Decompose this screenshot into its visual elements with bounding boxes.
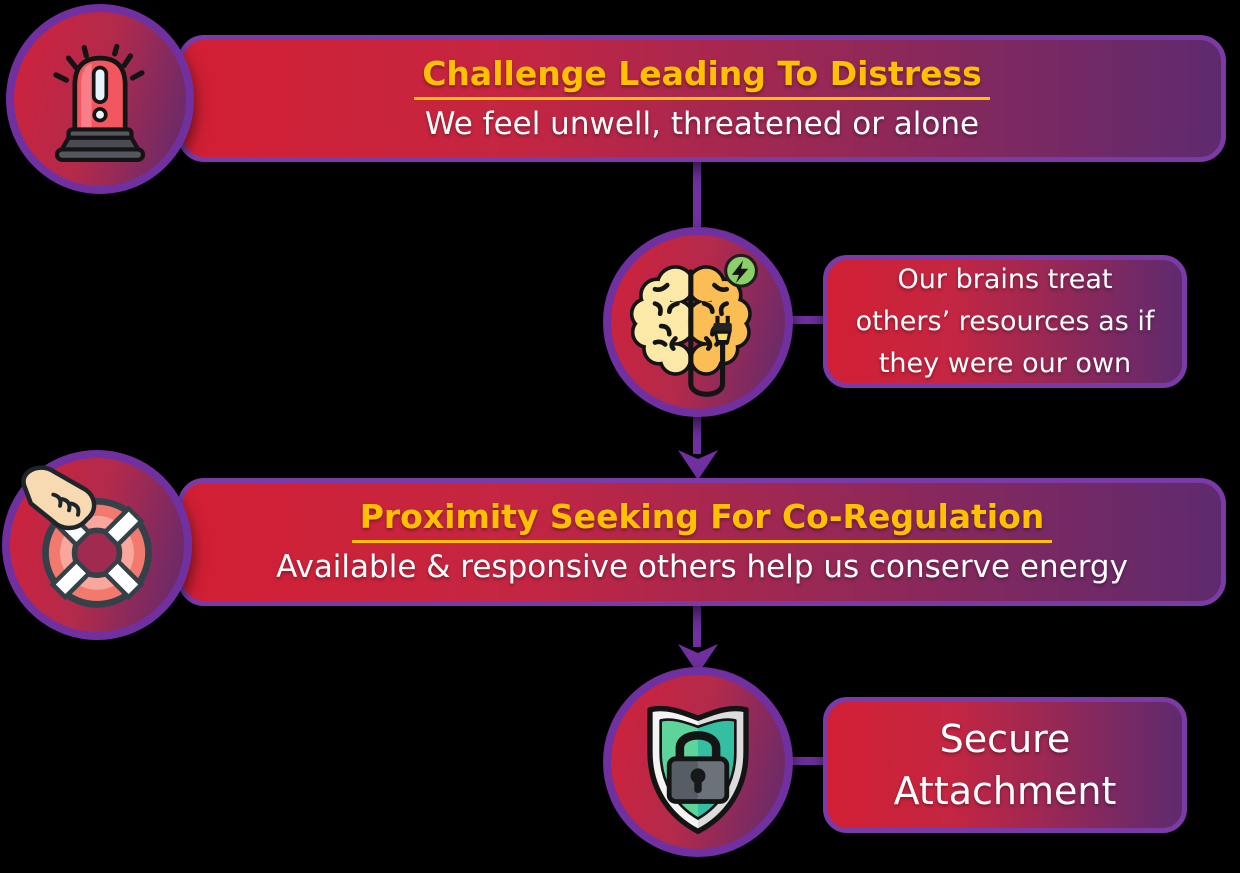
banner-subtitle: We feel unwell, threatened or alone xyxy=(424,105,980,142)
callout-line: Attachment xyxy=(893,769,1117,813)
callout-line: they were our own xyxy=(878,347,1132,379)
callout-line: Our brains treat xyxy=(897,263,1113,295)
arrow-down-icon xyxy=(678,644,718,674)
connector-line-secure-callout xyxy=(788,757,828,765)
callout-line: Secure xyxy=(939,717,1071,761)
connector-line-top xyxy=(693,158,701,234)
brain-node xyxy=(603,227,793,417)
siren-alarm-icon xyxy=(53,43,146,162)
brain-energy-icon xyxy=(629,253,758,397)
arrow-down-icon xyxy=(678,450,718,480)
lifebuoy-node xyxy=(2,450,192,640)
callout-brain-resources: Our brains treat others’ resources as if… xyxy=(823,255,1187,388)
connector-line-lower xyxy=(693,603,701,647)
banner-title: Challenge Leading To Distress xyxy=(414,54,990,100)
shield-lock-icon xyxy=(647,706,749,834)
lifebuoy-hand-icon xyxy=(21,465,152,608)
alarm-node xyxy=(6,4,194,194)
banner-proximity-seeking: Proximity Seeking For Co-Regulation Avai… xyxy=(178,478,1226,606)
banner-challenge-distress: Challenge Leading To Distress We feel un… xyxy=(178,35,1226,162)
connector-line-brain-callout xyxy=(788,316,828,324)
callout-secure-attachment: Secure Attachment xyxy=(823,697,1187,833)
banner-subtitle: Available & responsive others help us co… xyxy=(276,549,1128,585)
banner-title: Proximity Seeking For Co-Regulation xyxy=(351,497,1053,543)
callout-line: others’ resources as if xyxy=(855,305,1155,337)
connector-line-mid xyxy=(693,410,701,454)
secure-node xyxy=(603,667,793,857)
